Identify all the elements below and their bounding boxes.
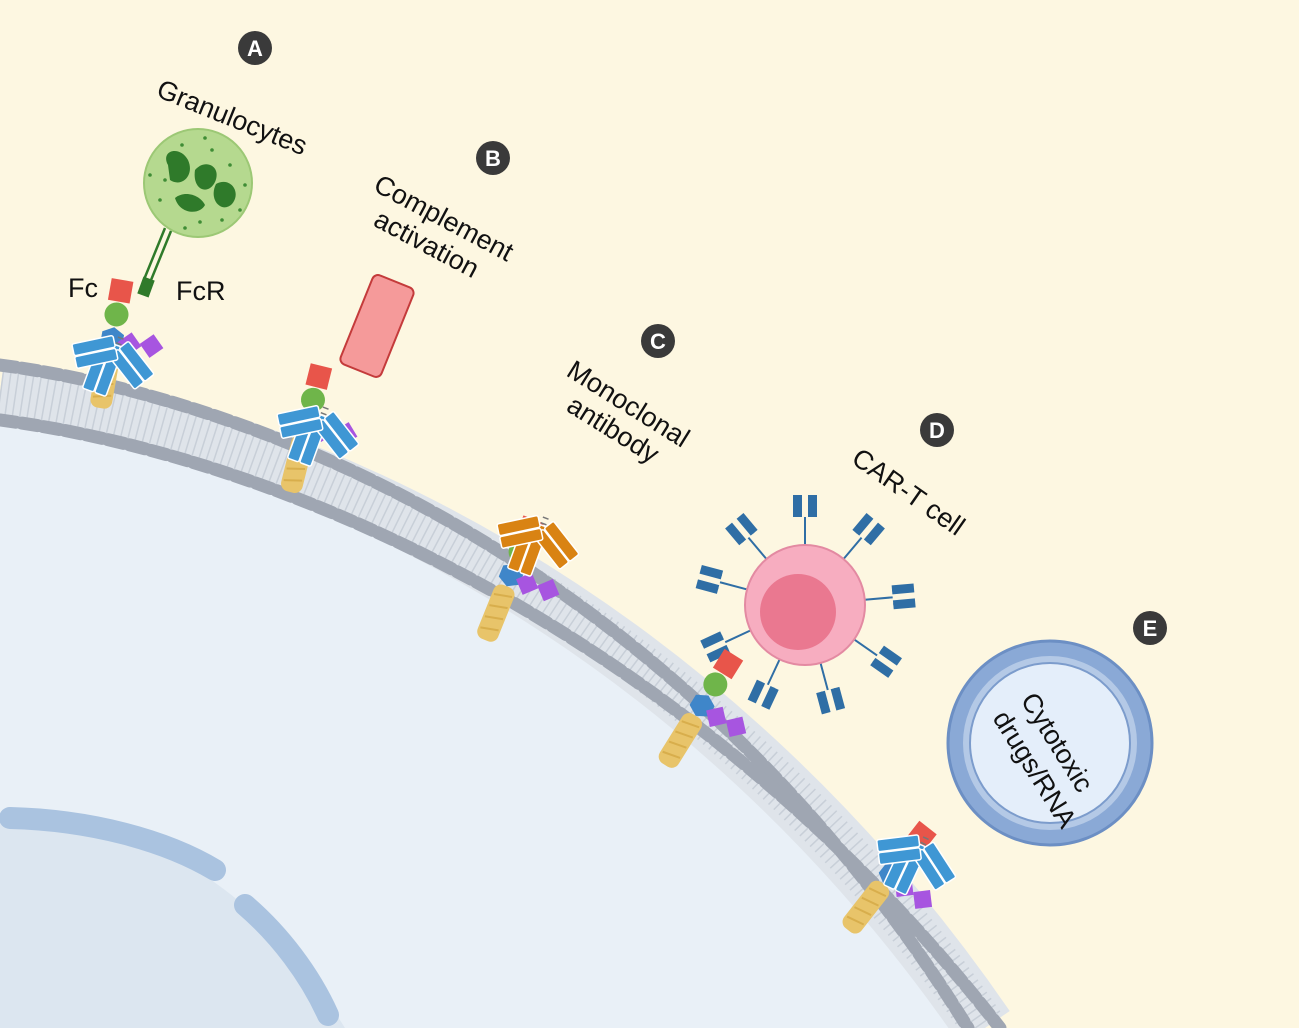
car-t-cell-icon — [694, 494, 917, 716]
granulocyte-icon — [137, 128, 253, 298]
badge-b — [476, 141, 510, 175]
badge-d-label: D — [929, 418, 945, 443]
nuclear-envelope-lower — [234, 894, 339, 1026]
target-cell-nucleus — [0, 815, 345, 1028]
badge-a-label: A — [247, 36, 263, 61]
nuclear-envelope-upper — [0, 807, 226, 881]
label-fcr: FcR — [176, 276, 226, 306]
badge-c — [641, 324, 675, 358]
badge-c-label: C — [650, 329, 666, 354]
complement-protein-icon — [339, 274, 415, 378]
badge-d — [920, 413, 954, 447]
badge-e — [1133, 611, 1167, 645]
target-cell-cytoplasm — [0, 415, 960, 1028]
panel-e: E Cytotoxic drugs/RNA — [837, 611, 1167, 964]
badge-a — [238, 31, 272, 65]
badge-b-label: B — [485, 146, 501, 171]
badge-e-label: E — [1143, 616, 1158, 641]
liposome-icon: Cytotoxic drugs/RNA — [946, 639, 1154, 847]
label-fc: Fc — [68, 273, 98, 303]
